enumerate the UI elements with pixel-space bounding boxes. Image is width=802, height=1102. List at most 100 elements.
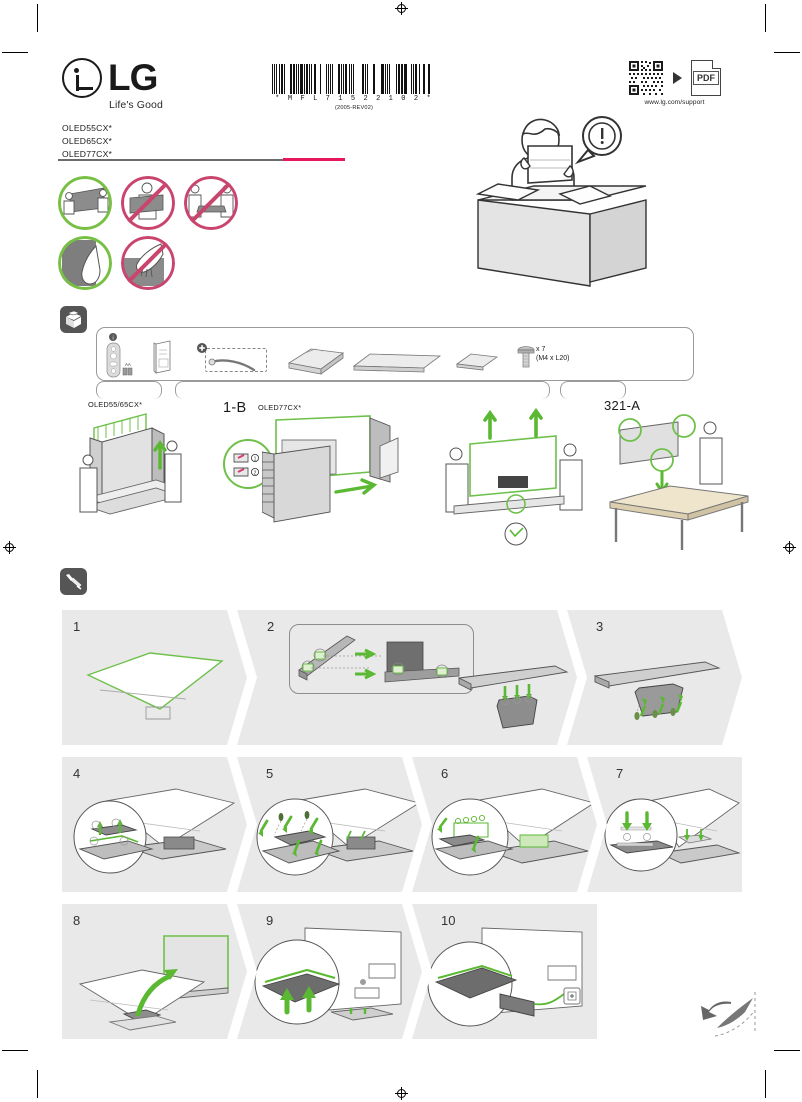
assembly-step-8: 8 — [62, 904, 247, 1039]
model-list: OLED55CX* OLED65CX* OLED77CX* — [62, 122, 112, 161]
barcode-bars — [272, 64, 436, 94]
assembly-step-4: 4 — [62, 757, 247, 892]
assembly-row-2: 4 — [62, 757, 742, 892]
crop-mark-left-bottom — [2, 1050, 28, 1051]
divider-pink-segment — [283, 158, 345, 161]
parts-section-badge — [60, 306, 87, 333]
icon-one-person-carry-prohibited — [121, 176, 175, 230]
crop-mark-top-right — [765, 4, 766, 32]
step6-art — [431, 788, 596, 876]
part-stand-base-cover — [287, 348, 345, 375]
detail-number-1: 1 — [254, 456, 257, 462]
unboxing-step-321a: 321-A — [604, 398, 641, 413]
registration-target-top — [395, 2, 408, 15]
unbox-read-manual-illustration — [475, 116, 647, 287]
registration-target-left — [3, 541, 16, 554]
support-url[interactable]: www.lg.com/support — [644, 99, 705, 106]
open-box-parts-icon — [66, 310, 81, 328]
screw-spec: (M4 x L20) — [536, 355, 570, 363]
assembly-row-3: 8 9 — [62, 904, 742, 1039]
assembly-step-3: 3 — [567, 610, 742, 745]
step-number: 4 — [73, 766, 81, 781]
assembly-step-5: 5 — [237, 757, 422, 892]
unboxing-label-77: OLED77CX* — [258, 403, 302, 412]
step-number: 3 — [596, 619, 604, 634]
icon-hold-by-edge-allowed — [58, 236, 112, 290]
part-cable-tie — [197, 343, 256, 372]
divider-grey-segment — [58, 158, 283, 161]
screw-quantity-note: x 7 (M4 x L20) — [536, 345, 569, 364]
crop-mark-left-top — [2, 52, 28, 53]
model-oled65: OLED65CX* — [62, 136, 113, 147]
parts-box-outline — [96, 327, 694, 381]
part-stand-body — [352, 353, 442, 373]
assembly-step-7: 7 — [587, 757, 742, 892]
step-number: 8 — [73, 913, 81, 928]
step-number: 1 — [73, 619, 81, 634]
unboxing-illustration-55-65 — [79, 413, 182, 515]
parts-subgroup-3 — [560, 381, 626, 399]
step-number: 9 — [266, 913, 274, 928]
step7-art — [604, 788, 741, 872]
svg-text:i: i — [112, 336, 113, 342]
step2-main-art — [457, 665, 569, 729]
part-user-manual — [153, 340, 171, 374]
step4-art — [73, 788, 236, 874]
crop-mark-top-left — [37, 4, 38, 32]
step-number: 6 — [441, 766, 449, 781]
icon-press-screen-prohibited — [121, 236, 175, 290]
support-link-block: PDF www.lg.com/support — [628, 60, 721, 106]
step5-art — [256, 788, 421, 876]
screw-count: x 7 — [536, 346, 546, 353]
parts-subgroup-2 — [175, 381, 550, 399]
safety-icon-group — [58, 176, 238, 296]
crop-mark-right-top — [774, 52, 800, 53]
crop-mark-bottom-left — [37, 1070, 38, 1098]
crop-mark-right-bottom — [774, 1050, 800, 1051]
step8-art — [78, 935, 229, 1031]
header-divider — [58, 158, 345, 161]
unboxing-illustration-table — [609, 414, 749, 550]
step2-callout-frame — [289, 624, 474, 694]
step9-art — [254, 927, 402, 1025]
unboxing-step-1b: 1-B — [223, 400, 247, 416]
step-number: 7 — [616, 766, 624, 781]
part-cable-tie-dashed-box — [205, 348, 267, 372]
step-number: 2 — [267, 619, 275, 634]
assembly-step-2: 2 — [237, 610, 577, 745]
battery-label: AA — [125, 362, 131, 367]
step3-art — [593, 661, 721, 720]
step2-detail-art — [298, 635, 460, 683]
lg-face-mark — [62, 58, 102, 98]
model-oled77: OLED77CX* — [62, 149, 113, 160]
assembly-step-10: 10 — [412, 904, 597, 1039]
assembly-step-9: 9 — [237, 904, 422, 1039]
assembly-step-6: 6 — [412, 757, 597, 892]
icon-two-person-carry-allowed — [58, 176, 112, 230]
pdf-document-icon[interactable]: PDF — [691, 60, 721, 96]
parts-subgroup-1 — [96, 381, 162, 399]
assembly-section-badge — [60, 568, 87, 595]
qr-code-icon[interactable] — [628, 60, 664, 96]
screwdriver-tool-icon — [66, 574, 82, 590]
barcode-revision: (2005-REV02) — [334, 105, 374, 111]
model-oled55: OLED55CX* — [62, 123, 113, 133]
detail-number-2: 2 — [254, 470, 257, 476]
crop-mark-bottom-right — [765, 1070, 766, 1098]
play-arrow-icon — [673, 72, 682, 84]
unboxing-illustration-77 — [262, 415, 399, 523]
barcode-block: * M F L 7 1 5 2 2 1 0 2 * (2005-REV02) — [272, 64, 436, 111]
barcode-number: * M F L 7 1 5 2 2 1 0 2 * — [275, 95, 433, 103]
unboxing-label-55-65: OLED55/65CX* — [88, 400, 143, 409]
lg-slogan: Life's Good — [109, 99, 163, 111]
part-screw — [517, 346, 535, 368]
open-carton — [475, 183, 647, 287]
step10-art — [427, 927, 583, 1027]
part-stand-plate — [455, 353, 499, 371]
assembly-row-1: 1 2 — [62, 610, 742, 745]
step1-art — [86, 652, 224, 720]
assembly-steps: 1 2 — [62, 610, 742, 1051]
icon-carry-screen-flat-prohibited — [184, 176, 238, 230]
lg-wordmark: LG — [108, 57, 158, 99]
